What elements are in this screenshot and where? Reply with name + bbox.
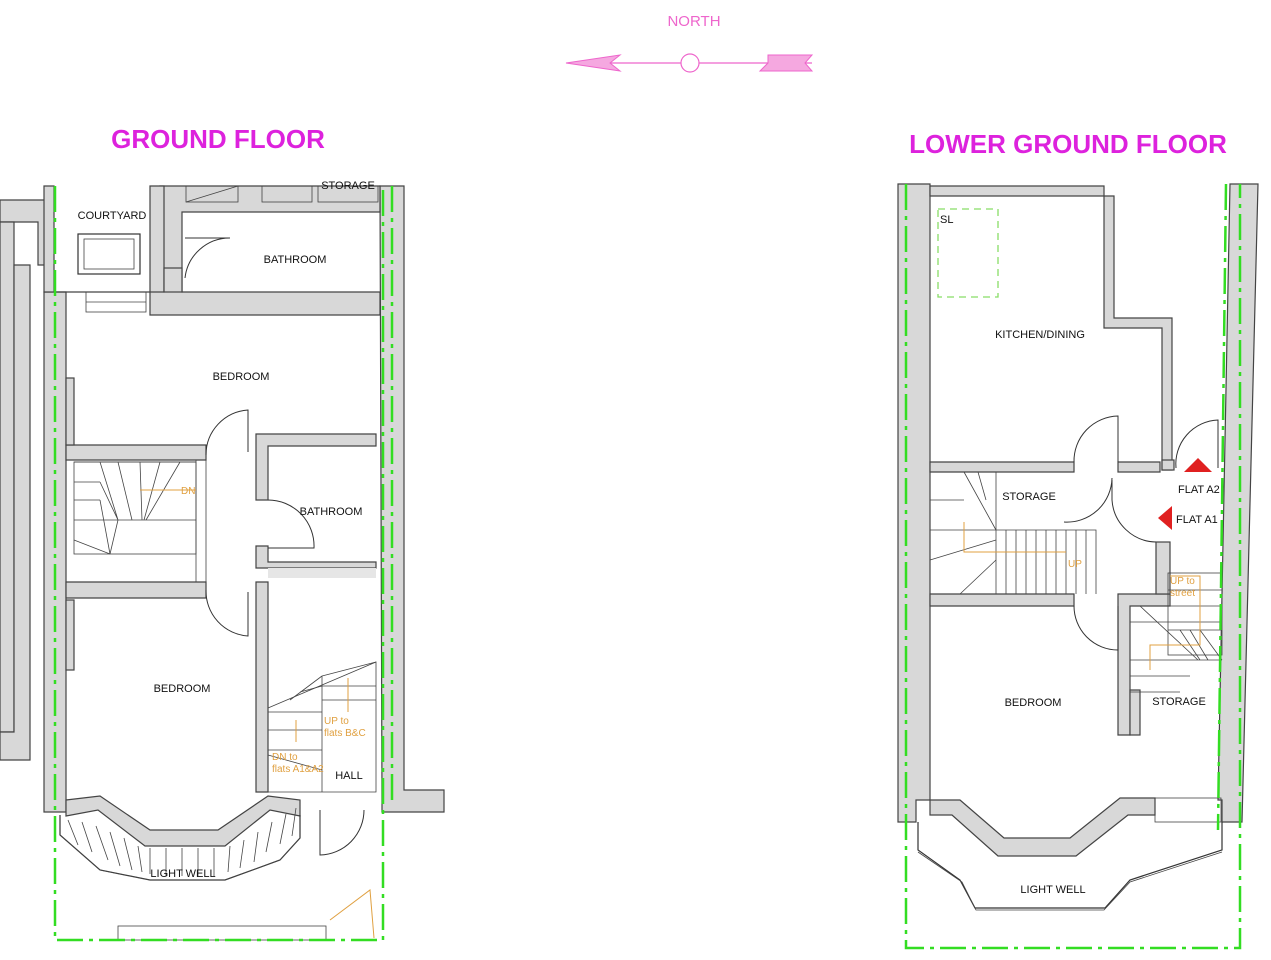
internal-wall	[65, 444, 207, 461]
wall-pier	[1161, 459, 1175, 471]
flat-a2-marker-icon	[1184, 458, 1212, 472]
internal-wall	[65, 599, 75, 671]
internal-wall	[929, 461, 1075, 473]
hall-wall	[255, 581, 269, 793]
courtyard-wall	[43, 185, 55, 293]
storage-label: STORAGE	[321, 180, 375, 192]
storage-label: STORAGE	[1152, 696, 1206, 708]
ground-floor-plan: DN UP to flats B&C DN to flats A1&A2 COU…	[0, 180, 445, 942]
internal-wall	[1117, 593, 1171, 736]
internal-wall	[1117, 461, 1161, 473]
skylight-label: SL	[940, 214, 953, 226]
bathroom-label: BATHROOM	[264, 254, 327, 266]
stair-dn-note: DN	[181, 486, 195, 497]
internal-wall	[65, 581, 207, 599]
neighbour-wall	[0, 264, 31, 761]
internal-wall	[65, 377, 75, 446]
bedroom-label: BEDROOM	[213, 371, 270, 383]
gate-swing	[329, 889, 375, 939]
storage-unit-line	[185, 185, 239, 203]
north-arrow-icon	[565, 54, 622, 72]
dn-to-note: flats A1&A2	[272, 764, 324, 775]
compass-tail-icon	[758, 54, 814, 72]
street-stair	[1130, 572, 1223, 693]
hall-label: HALL	[335, 770, 363, 782]
ground-floor-title: GROUND FLOOR	[111, 124, 325, 154]
site-boundary	[53, 186, 385, 942]
site-boundary	[904, 184, 1242, 950]
storage-label: STORAGE	[1002, 491, 1056, 503]
flat-a1-label: FLAT A1	[1176, 514, 1218, 526]
ground-stair-winding	[73, 461, 197, 555]
bedroom-door-swing	[205, 589, 249, 637]
bedroom-label: BEDROOM	[1005, 697, 1062, 709]
bedroom-door-swing	[1073, 605, 1119, 651]
flat-a2-door-swing	[1175, 419, 1219, 469]
flat-a1-marker-icon	[1158, 506, 1172, 530]
courtyard-planter-inner	[83, 238, 135, 270]
wall-pier	[163, 267, 183, 293]
internal-wall	[929, 593, 1075, 607]
bathroom-door-swing	[184, 237, 231, 279]
ground-bay-window	[59, 795, 327, 941]
storage-unit	[185, 185, 239, 203]
partition	[268, 568, 376, 578]
lower-ground-floor-title: LOWER GROUND FLOOR	[909, 129, 1227, 159]
lower-stair	[929, 471, 1097, 595]
up-to-note: UP to	[324, 716, 349, 727]
bathroom-wall	[255, 433, 377, 501]
kitchen-door-swing	[1073, 415, 1119, 463]
bathroom-label: BATHROOM	[300, 506, 363, 518]
skylight-outline	[937, 208, 999, 298]
courtyard-side-wall	[149, 185, 165, 293]
party-wall-right	[379, 185, 445, 813]
lower-ground-floor-plan: UP UP to street SL KITCHEN/DINING STORAG…	[897, 183, 1259, 950]
courtyard-planter	[77, 233, 141, 275]
rear-wall	[54, 185, 381, 316]
ground-stair-hall	[267, 661, 377, 793]
stair-up-note: UP	[1068, 559, 1082, 570]
storage-unit	[261, 185, 313, 203]
lower-bay-window	[917, 797, 1223, 911]
bedroom-label: BEDROOM	[154, 683, 211, 695]
courtyard-label: COURTYARD	[78, 210, 147, 222]
north-compass: NORTH	[565, 13, 814, 73]
bathroom-door-swing	[267, 499, 315, 549]
up-street-note: street	[1170, 588, 1195, 599]
bathroom-wall	[255, 545, 377, 569]
hall-door-swing	[319, 809, 365, 856]
internal-wall	[1129, 689, 1141, 736]
up-to-note: flats B&C	[324, 728, 366, 739]
up-street-note: UP to	[1170, 576, 1195, 587]
flat-a1-door-swing	[1111, 480, 1157, 543]
flat-a2-label: FLAT A2	[1178, 484, 1220, 496]
storage-unit	[317, 185, 379, 203]
north-label: NORTH	[667, 13, 720, 30]
compass-center-icon	[680, 53, 700, 73]
kitchen-wall	[929, 185, 1173, 471]
kitchen-dining-label: KITCHEN/DINING	[995, 329, 1085, 341]
internal-wall	[1155, 541, 1171, 595]
dn-to-note: DN to	[272, 752, 298, 763]
storage-door-swing	[1063, 477, 1113, 523]
light-well-label: LIGHT WELL	[1020, 884, 1085, 896]
neighbour-wall	[0, 221, 15, 733]
party-wall-left	[897, 183, 931, 823]
light-well-label: LIGHT WELL	[150, 868, 215, 880]
stair-rail	[195, 459, 207, 583]
site-boundary	[1216, 183, 1228, 831]
bedroom-door-swing	[205, 409, 249, 456]
